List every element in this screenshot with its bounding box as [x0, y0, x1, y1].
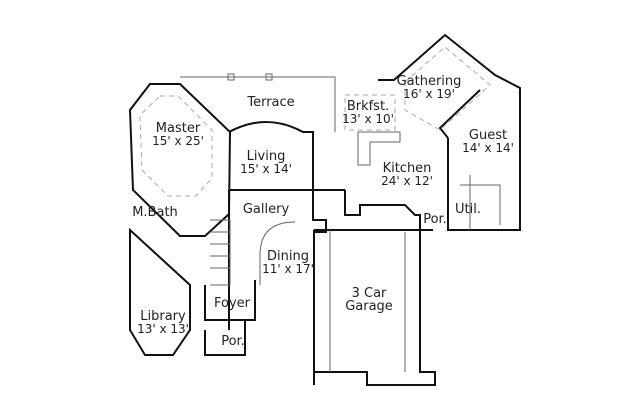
gathering-wall — [378, 33, 521, 231]
library-wall — [129, 227, 191, 356]
room-terrace: Terrace — [247, 95, 295, 110]
terrace-edge — [180, 76, 336, 132]
utility-fixtures — [460, 175, 501, 230]
garage-wall — [313, 229, 436, 386]
room-gallery: Gallery — [242, 202, 290, 217]
kitchen-wall — [344, 190, 433, 231]
living-wall — [228, 121, 314, 191]
room-porch-front: Por. — [221, 334, 245, 349]
stair — [210, 219, 231, 286]
brkfst-ceiling — [344, 94, 396, 131]
gathering-ceiling — [404, 46, 491, 131]
room-util: Util. — [455, 202, 481, 217]
room-porch-east: Por. — [423, 212, 447, 227]
master-ceiling — [139, 95, 213, 197]
kitchen-island — [357, 131, 401, 166]
foyer-wall — [204, 280, 256, 356]
garage-inner — [329, 230, 406, 372]
master-wing-wall — [128, 83, 232, 237]
gallery-wall — [228, 189, 345, 385]
room-foyer: Foyer — [213, 296, 251, 311]
room-mbath: M.Bath — [132, 205, 178, 220]
gathering-inner-wall — [438, 89, 481, 205]
dining-arc — [259, 221, 296, 285]
room-brkfst: Brkfst.13' x 10' — [342, 99, 394, 126]
